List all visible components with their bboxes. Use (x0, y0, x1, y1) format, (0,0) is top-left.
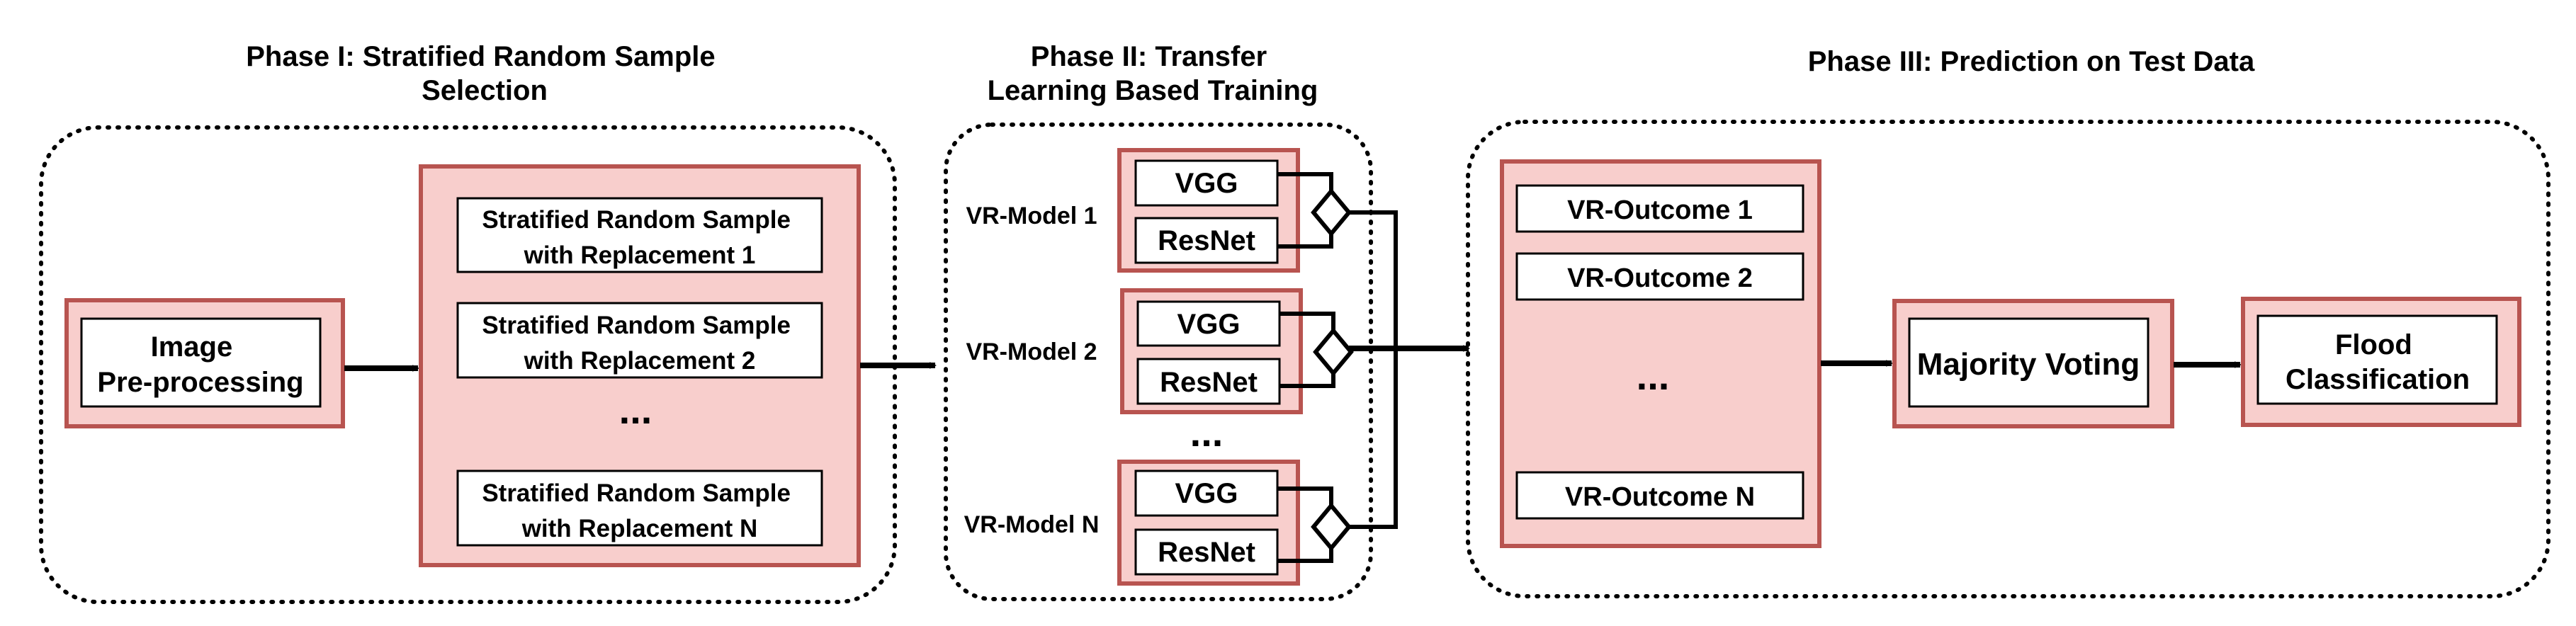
outcome-box-n (1515, 471, 1804, 520)
model-n-resnet-box (1134, 528, 1279, 576)
voting-inner-box (1908, 317, 2150, 408)
phase-1-group: Phase I: Stratified Random Sample Select… (39, 41, 897, 604)
phase-1-title-line2: Selection (422, 75, 548, 106)
result-label-line1: Flood (2335, 329, 2412, 360)
model-2-label: VR-Model 2 (966, 338, 1097, 365)
sample-n-line1: Stratified Random Sample (482, 479, 791, 507)
sample-2-line1: Stratified Random Sample (482, 312, 791, 339)
outcome-2-label: VR-Outcome 2 (1567, 263, 1753, 293)
model-n-connector (1277, 486, 1396, 563)
outcome-box-1 (1515, 184, 1804, 233)
result-inner-box (2256, 314, 2498, 405)
sample-box-1 (456, 197, 823, 273)
model-2-resnet-label: ResNet (1160, 367, 1258, 398)
voting-label: Majority Voting (1917, 347, 2140, 382)
phase-2-title: Phase II: Transfer Learning Based Traini… (988, 41, 1318, 106)
model-1-resnet-box (1134, 217, 1279, 264)
model-n-resnet-label: ResNet (1158, 537, 1255, 568)
outcome-n-label: VR-Outcome N (1565, 482, 1755, 512)
sample-2-label: Stratified Random Sample with Replacemen… (482, 312, 797, 375)
model-1-label: VR-Model 1 (966, 203, 1097, 229)
model-n-vgg-label: VGG (1175, 478, 1238, 509)
model-2-vgg-box (1136, 300, 1281, 347)
sample-box-2 (456, 302, 823, 379)
sample-1-label: Stratified Random Sample with Replacemen… (482, 206, 797, 269)
model-1-vgg-box (1134, 159, 1279, 207)
phase-2-title-line1: Phase II: Transfer (1031, 41, 1267, 72)
phase-1-title-line1: Phase I: Stratified Random Sample (246, 41, 715, 72)
preprocess-label-line1: Image (151, 331, 233, 363)
result-label: Flood Classification (2286, 329, 2470, 395)
phase-2-container (944, 123, 1373, 601)
preprocess-label: Image Pre-processing (97, 331, 303, 398)
outcome-1-label: VR-Outcome 1 (1567, 195, 1753, 225)
model-1-connector (1277, 172, 1396, 249)
phase-2-group: Phase II: Transfer Learning Based Traini… (944, 41, 1398, 601)
preprocess-label-line2: Pre-processing (97, 367, 303, 398)
phase-3-group: Phase III: Prediction on Test Data VR-Ou… (1466, 46, 2550, 598)
models-ellipsis: ... (1190, 410, 1224, 455)
model-2-resnet-box (1136, 358, 1281, 405)
samples-ellipsis: ... (619, 387, 653, 432)
sample-n-label: Stratified Random Sample with Replacemen… (482, 479, 797, 542)
sample-2-line2: with Replacement 2 (524, 347, 756, 375)
model-n-label: VR-Model N (964, 511, 1100, 538)
model-n-vgg-box (1134, 470, 1279, 517)
phase-1-title: Phase I: Stratified Random Sample Select… (246, 41, 723, 106)
sample-1-line2: with Replacement 1 (524, 241, 756, 269)
sample-n-line2: with Replacement N (521, 515, 758, 542)
sample-1-line1: Stratified Random Sample (482, 206, 791, 234)
model-1-resnet-label: ResNet (1158, 225, 1255, 256)
sample-box-n (456, 470, 823, 547)
outcome-box-2 (1515, 252, 1804, 301)
phase-2-title-line2: Learning Based Training (988, 75, 1318, 106)
model-2-vgg-label: VGG (1177, 309, 1241, 340)
phase-3-title: Phase III: Prediction on Test Data (1808, 46, 2255, 77)
outcomes-ellipsis: ... (1637, 353, 1670, 398)
model-1-vgg-label: VGG (1175, 168, 1238, 199)
result-label-line2: Classification (2286, 364, 2470, 395)
preprocess-inner-box (80, 317, 322, 408)
